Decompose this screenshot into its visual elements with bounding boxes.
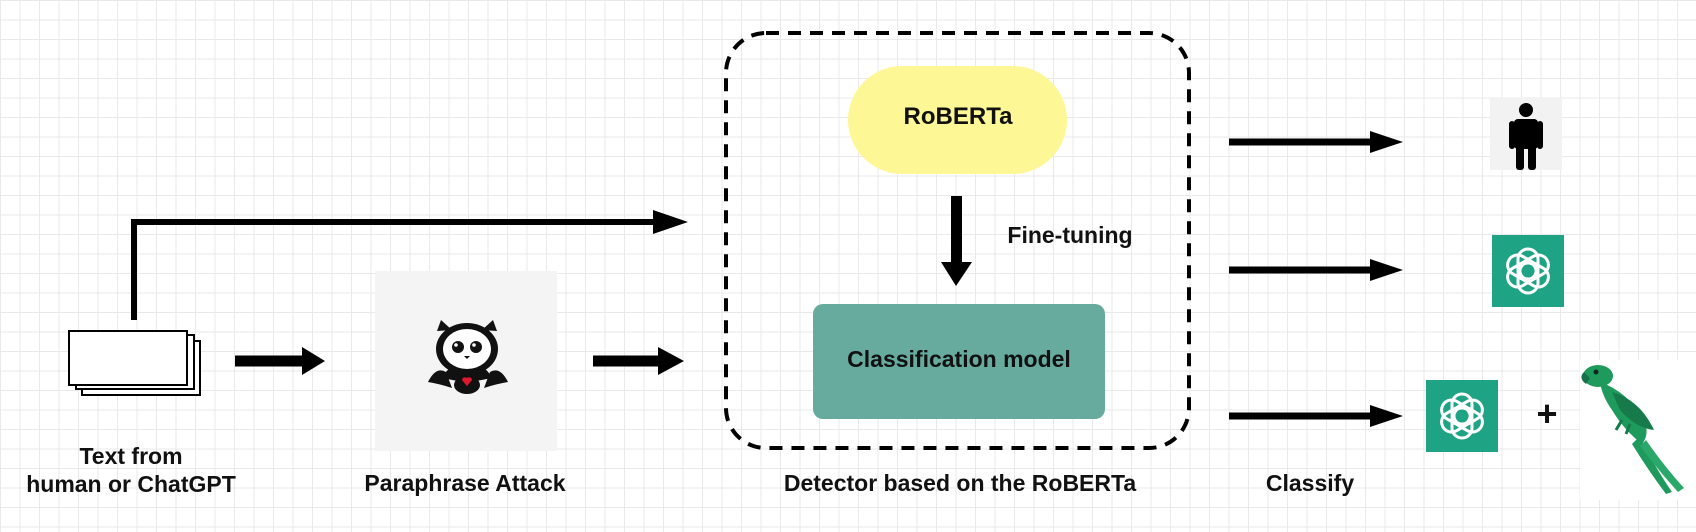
to-paraphrase-arrow xyxy=(235,347,325,375)
paraphrase-attack-label: Paraphrase Attack xyxy=(364,470,566,496)
fine-tuning-label: Fine-tuning xyxy=(1007,222,1133,248)
direct-input-arrow xyxy=(131,210,688,320)
paraphrase-attack-node xyxy=(375,271,557,451)
skull-bat-icon xyxy=(428,320,508,394)
classification-model-label: Classification model xyxy=(847,346,1071,372)
chatgpt-logo-icon xyxy=(1492,235,1564,307)
detector-label: Detector based on the RoBERTa xyxy=(783,470,1137,496)
classification-model-node xyxy=(813,304,1105,419)
detector-container xyxy=(724,31,1191,450)
output-arrow-chatgpt xyxy=(1229,259,1403,281)
parrot-icon xyxy=(1580,360,1696,500)
documents-stack-icon xyxy=(68,330,201,396)
roberta-node-label: RoBERTa xyxy=(903,103,1013,130)
plus-sign: + xyxy=(1536,393,1558,434)
source-label-line2: human or ChatGPT xyxy=(26,471,236,497)
source-label-line1: Text from xyxy=(79,443,183,469)
output-arrow-human xyxy=(1229,131,1403,153)
classify-label: Classify xyxy=(1265,470,1355,496)
human-icon xyxy=(1490,98,1562,170)
chatgpt-logo-icon-2 xyxy=(1426,380,1498,452)
source-text-label: Text from human or ChatGPT xyxy=(0,442,262,498)
output-arrow-paraphrased xyxy=(1229,405,1403,427)
fine-tuning-arrow xyxy=(941,196,972,286)
to-detector-arrow xyxy=(593,347,684,375)
roberta-node xyxy=(848,66,1067,174)
